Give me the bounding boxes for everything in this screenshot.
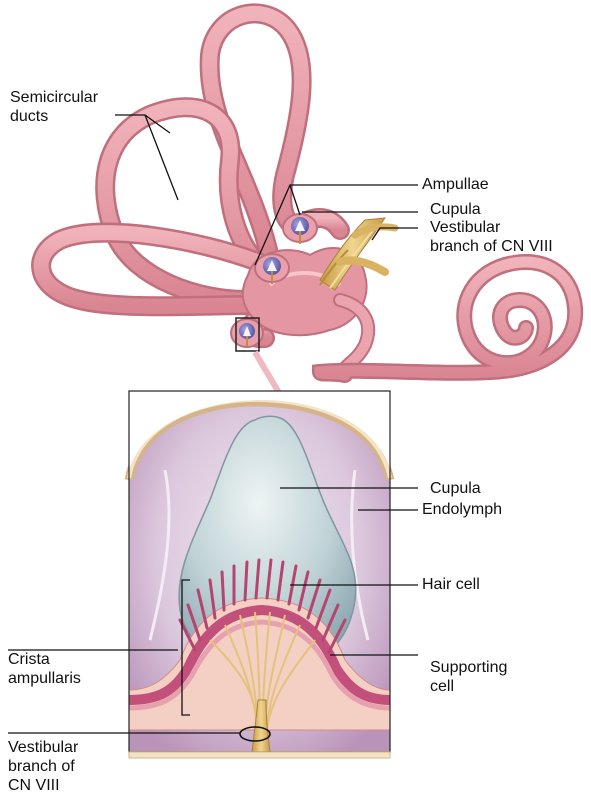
label-line: branch of CN VIII xyxy=(430,237,553,256)
label-line: Vestibular xyxy=(8,738,78,757)
label-hair-cell: Hair cell xyxy=(422,575,480,594)
label-vestibular-branch-bottom: Vestibular branch of CN VIII xyxy=(8,738,78,795)
label-line: CN VIII xyxy=(8,776,78,795)
label-crista-ampullaris: Crista ampullaris xyxy=(8,650,81,688)
label-endolymph: Endolymph xyxy=(422,500,502,519)
label-line: Vestibular xyxy=(430,218,553,237)
label-line: Endolymph xyxy=(422,500,502,519)
label-vestibular-branch-top: Vestibular branch of CN VIII xyxy=(430,218,553,256)
label-line: Supporting xyxy=(430,658,507,677)
label-cupula-detail: Cupula xyxy=(430,479,481,498)
ampulla-upper xyxy=(283,214,317,244)
label-line: Cupula xyxy=(430,200,481,219)
label-line: Hair cell xyxy=(422,575,480,594)
crista-detail-panel xyxy=(129,391,390,758)
label-line: Cupula xyxy=(430,479,481,498)
label-line: Ampullae xyxy=(422,175,489,194)
label-line: ducts xyxy=(10,107,98,126)
label-line: Crista xyxy=(8,650,81,669)
label-line: ampullaris xyxy=(8,669,81,688)
label-line: Semicircular xyxy=(10,88,98,107)
label-line: cell xyxy=(430,677,507,696)
label-cupula-top: Cupula xyxy=(430,200,481,219)
label-semicircular-ducts: Semicircular ducts xyxy=(10,88,98,126)
label-ampullae: Ampullae xyxy=(422,175,489,194)
label-line: branch of xyxy=(8,757,78,776)
label-supporting-cell: Supporting cell xyxy=(430,658,507,696)
